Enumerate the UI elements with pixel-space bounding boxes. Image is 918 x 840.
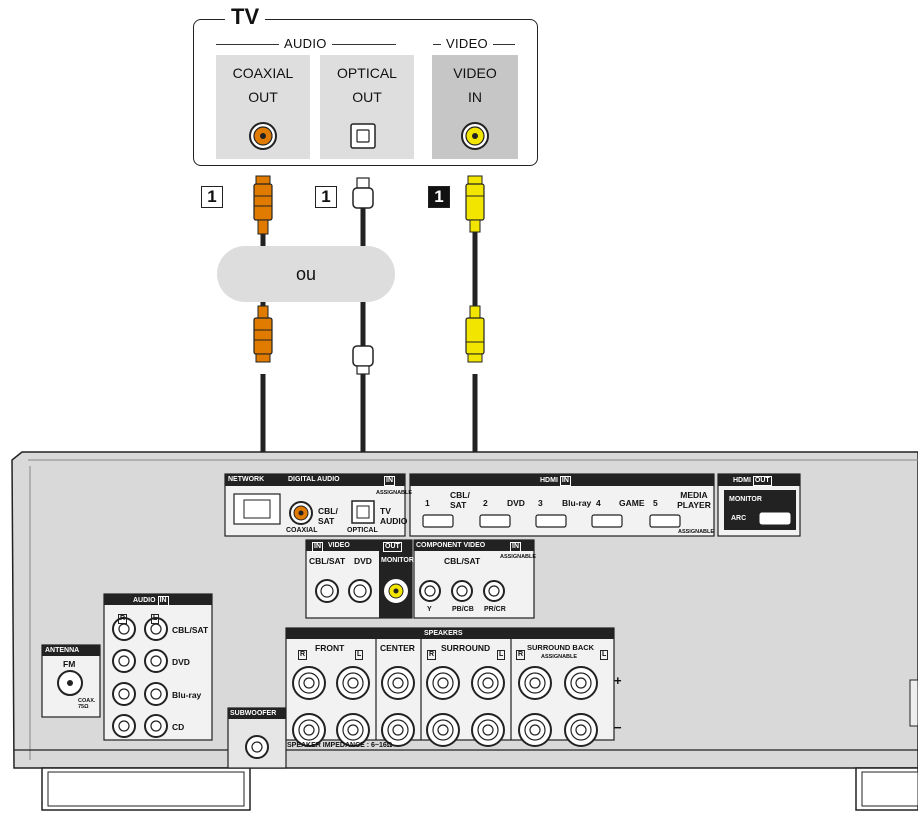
surround-l-badge: L	[497, 650, 506, 660]
optical-label-2: OUT	[352, 89, 382, 105]
audio-l-badge: L	[151, 614, 160, 624]
coaxial-label-2: OUT	[248, 89, 278, 105]
speakers-label: SPEAKERS	[424, 630, 463, 637]
front-l-badge: L	[355, 650, 364, 660]
digital-audio-in-badge: IN	[384, 476, 395, 486]
component-pr-label: PR/CR	[484, 606, 506, 613]
component-video-panel	[413, 539, 535, 619]
audio-row-dvd: DVD	[172, 657, 190, 667]
video-section-label: VIDEO	[441, 36, 493, 52]
hdmi-input-cbl-sat: CBL/ SAT	[450, 490, 470, 510]
audio-row-bluray: Blu-ray	[172, 690, 202, 700]
speaker-impedance-label: SPEAKER IMPEDANCE : 6~16Ω	[287, 742, 393, 749]
digital-audio-label: DIGITAL AUDIO	[288, 476, 340, 483]
audio-row-cd: CD	[172, 722, 185, 732]
component-video-label: COMPONENT VIDEO	[416, 542, 486, 549]
audio-r-badge: R	[118, 614, 128, 624]
digital-audio-assignable: ASSIGNABLE	[376, 490, 413, 496]
surround-back-assignable: ASSIGNABLE	[541, 654, 578, 660]
video-out-badge: OUT	[383, 542, 402, 552]
audio-row-cbl-sat: CBL/SAT	[172, 625, 209, 635]
component-in-badge: IN	[510, 542, 521, 552]
hdmi-input-dvd: DVD	[507, 498, 525, 508]
subwoofer-label: SUBWOOFER	[230, 710, 277, 717]
component-pb-label: PB/CB	[452, 606, 474, 613]
tv-video-jack	[461, 122, 489, 150]
minus-terminal-icon: −	[614, 720, 622, 735]
component-assignable: ASSIGNABLE	[500, 554, 537, 560]
subwoofer-panel	[227, 707, 287, 769]
video-label: VIDEO	[328, 542, 350, 549]
videoin-label-1: VIDEO	[453, 65, 497, 81]
coaxial-jack-label: COAXIAL	[286, 527, 318, 534]
videoin-label-2: IN	[468, 89, 482, 105]
optical-label-1: OPTICAL	[337, 65, 397, 81]
antenna-label: ANTENNA	[45, 647, 80, 654]
step-video: 1	[428, 186, 450, 208]
hdmi-arc-label: ARC	[731, 515, 747, 522]
surround-back-l-badge: L	[600, 650, 609, 660]
tv-optical-jack	[350, 123, 376, 149]
plus-terminal-icon: +	[614, 673, 622, 688]
hdmi-in-panel	[409, 473, 715, 537]
hdmi-input-3: 3	[538, 498, 543, 508]
hdmi-input-game: GAME	[619, 498, 645, 508]
surround-back-label: SURROUND BACK	[527, 643, 595, 652]
center-label: CENTER	[380, 643, 415, 653]
hdmi-input-1: 1	[425, 498, 430, 508]
front-label: FRONT	[315, 643, 345, 653]
hdmi-input-media-player: MEDIA PLAYER	[677, 490, 711, 510]
step-coaxial: 1	[201, 186, 223, 208]
network-label: NETWORK	[228, 476, 265, 483]
coaxial-label-1: COAXIAL	[232, 65, 294, 81]
video-dvd-label: DVD	[354, 556, 372, 566]
video-panel	[305, 539, 413, 619]
tv-title: TV	[225, 4, 266, 30]
video-cbl-sat-label: CBL/SAT	[309, 556, 346, 566]
video-monitor-label: MONITOR	[381, 557, 414, 564]
optical-cable	[352, 177, 374, 498]
hdmi-assignable: ASSIGNABLE	[678, 529, 715, 535]
antenna-panel	[41, 644, 101, 718]
tv-audio-label: TV AUDIO	[380, 506, 408, 526]
network-digital-audio-panel	[224, 473, 406, 537]
speakers-panel	[285, 627, 615, 747]
coax-75-label: COAX. 75Ω	[78, 698, 96, 710]
component-cbl-sat-label: CBL/SAT	[444, 556, 481, 566]
hdmi-input-4: 4	[596, 498, 601, 508]
tv-coaxial-jack	[249, 122, 277, 150]
step-optical: 1	[315, 186, 337, 208]
audio-section-label: AUDIO	[279, 36, 332, 52]
hdmi-input-2: 2	[483, 498, 488, 508]
video-in-badge: IN	[312, 542, 323, 552]
hdmi-input-5: 5	[653, 498, 658, 508]
surround-r-badge: R	[427, 650, 437, 660]
component-y-label: Y	[427, 606, 432, 613]
fm-label: FM	[63, 659, 76, 669]
surround-label: SURROUND	[441, 643, 491, 653]
optical-jack-label: OPTICAL	[347, 527, 378, 534]
hdmi-out-panel	[717, 473, 801, 537]
coaxial-cbl-sat-label: CBL/ SAT	[318, 506, 338, 526]
hdmi-monitor-label: MONITOR	[729, 496, 762, 503]
surround-back-r-badge: R	[516, 650, 526, 660]
front-r-badge: R	[298, 650, 308, 660]
hdmi-input-bluray: Blu-ray	[562, 498, 592, 508]
or-separator: ou	[217, 246, 395, 302]
